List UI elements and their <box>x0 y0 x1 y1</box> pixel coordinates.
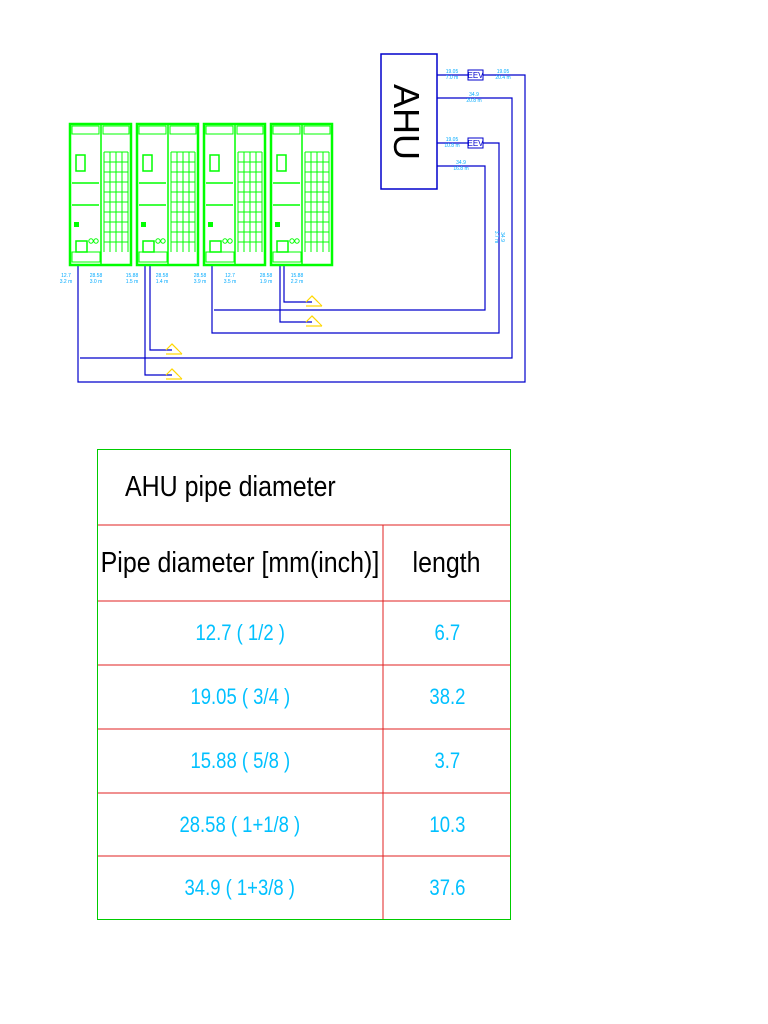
table-row: 3.7 <box>383 729 511 793</box>
pipe-label: 3.9 m <box>194 279 207 285</box>
pipe-label: 10.8 m <box>444 143 459 149</box>
branch-joints <box>165 295 323 380</box>
piping-diagram: AHU EEV EEV 19.05 7.0 m 19.05 20.4 m 34.… <box>60 53 526 383</box>
length-cell: 38.2 <box>429 684 465 709</box>
ahu-box <box>380 53 438 190</box>
ahu-label: AHU <box>386 84 427 160</box>
header-length-cell: length <box>383 525 511 601</box>
svg-text:EEV: EEV <box>467 71 484 80</box>
length-cell: 10.3 <box>429 811 465 837</box>
pipe-label: 15.88 <box>126 273 139 279</box>
table-row: 12.7 ( 1/2 ) <box>97 601 383 665</box>
pipe-label: 28.58 <box>156 273 169 279</box>
branch-joint <box>165 343 183 355</box>
pipe-label: 1.4 m <box>156 279 169 285</box>
length-cell: 6.7 <box>434 620 460 645</box>
pipe-label: 12.7 <box>61 273 71 279</box>
eev-valve: EEV <box>467 69 484 81</box>
table-row: 38.2 <box>383 665 511 729</box>
ahu-pipes <box>77 74 526 383</box>
pipe-label: 28.58 <box>260 273 273 279</box>
branch-joint <box>305 315 323 327</box>
pipe-label: 20.4 m <box>495 75 510 81</box>
svg-text:EEV: EEV <box>467 139 484 148</box>
header-diameter-cell: Pipe diameter [mm(inch)] <box>97 525 383 601</box>
length-cell: 37.6 <box>429 875 465 900</box>
diameter-cell: 28.58 ( 1+1/8 ) <box>179 811 301 837</box>
pipe-label: 19.05 <box>497 69 510 75</box>
table-title: AHU pipe diameter <box>125 470 336 503</box>
pipe-label: 28.58 <box>90 273 103 279</box>
pipe-label: 19.05 <box>446 69 459 75</box>
diameter-cell: 12.7 ( 1/2 ) <box>195 620 285 645</box>
pipe-label: 20.8 m <box>466 98 481 104</box>
branch-joint <box>305 295 323 307</box>
diameter-cell: 19.05 ( 3/4 ) <box>190 684 290 709</box>
pipe-diameter-table: AHU pipe diameter Pipe diameter [mm(inch… <box>97 449 511 920</box>
pipe-label: 1.5 m <box>126 279 139 285</box>
header-diameter: Pipe diameter [mm(inch)] <box>100 546 380 579</box>
pipe-label: 3.7 m <box>493 231 499 244</box>
pipe-label: 2.2 m <box>291 279 304 285</box>
eev-valve: EEV <box>467 137 484 149</box>
pipe-label: 34.9 <box>456 160 466 166</box>
pipe-label: 19.05 <box>446 137 459 143</box>
pipe-label: 3.2 m <box>60 279 73 285</box>
branch-joint <box>165 368 183 380</box>
pipe-label: 34.9 <box>469 92 479 98</box>
outdoor-unit <box>68 122 133 267</box>
pipe-label: 28.58 <box>194 273 207 279</box>
pipe-label: 1.9 m <box>260 279 273 285</box>
table-row: 34.9 ( 1+3/8 ) <box>97 856 383 920</box>
diameter-cell: 15.88 ( 5/8 ) <box>190 748 290 773</box>
table-row: 37.6 <box>383 856 511 920</box>
pipe-label: 3.0 m <box>90 279 103 285</box>
table-grid <box>97 449 511 920</box>
table-row: 15.88 ( 5/8 ) <box>97 729 383 793</box>
table-row: 28.58 ( 1+1/8 ) <box>97 793 383 856</box>
outdoor-unit <box>202 122 267 267</box>
outdoor-units <box>68 122 334 267</box>
pipe-label: 34.9 <box>499 232 505 242</box>
table-row: 6.7 <box>383 601 511 665</box>
pipe-label: 15.88 <box>291 273 304 279</box>
outdoor-unit <box>135 122 200 267</box>
diameter-cell: 34.9 ( 1+3/8 ) <box>184 875 296 900</box>
outdoor-unit <box>269 122 334 267</box>
pipe-label: 16.8 m <box>453 166 468 172</box>
table-title-cell: AHU pipe diameter <box>97 449 511 525</box>
table-row: 10.3 <box>383 793 511 856</box>
table-row: 19.05 ( 3/4 ) <box>97 665 383 729</box>
pipe-label: 7.0 m <box>446 75 459 81</box>
length-cell: 3.7 <box>434 748 460 773</box>
pipe-label: 3.5 m <box>224 279 237 285</box>
header-length: length <box>413 546 481 579</box>
pipe-label: 12.7 <box>225 273 235 279</box>
